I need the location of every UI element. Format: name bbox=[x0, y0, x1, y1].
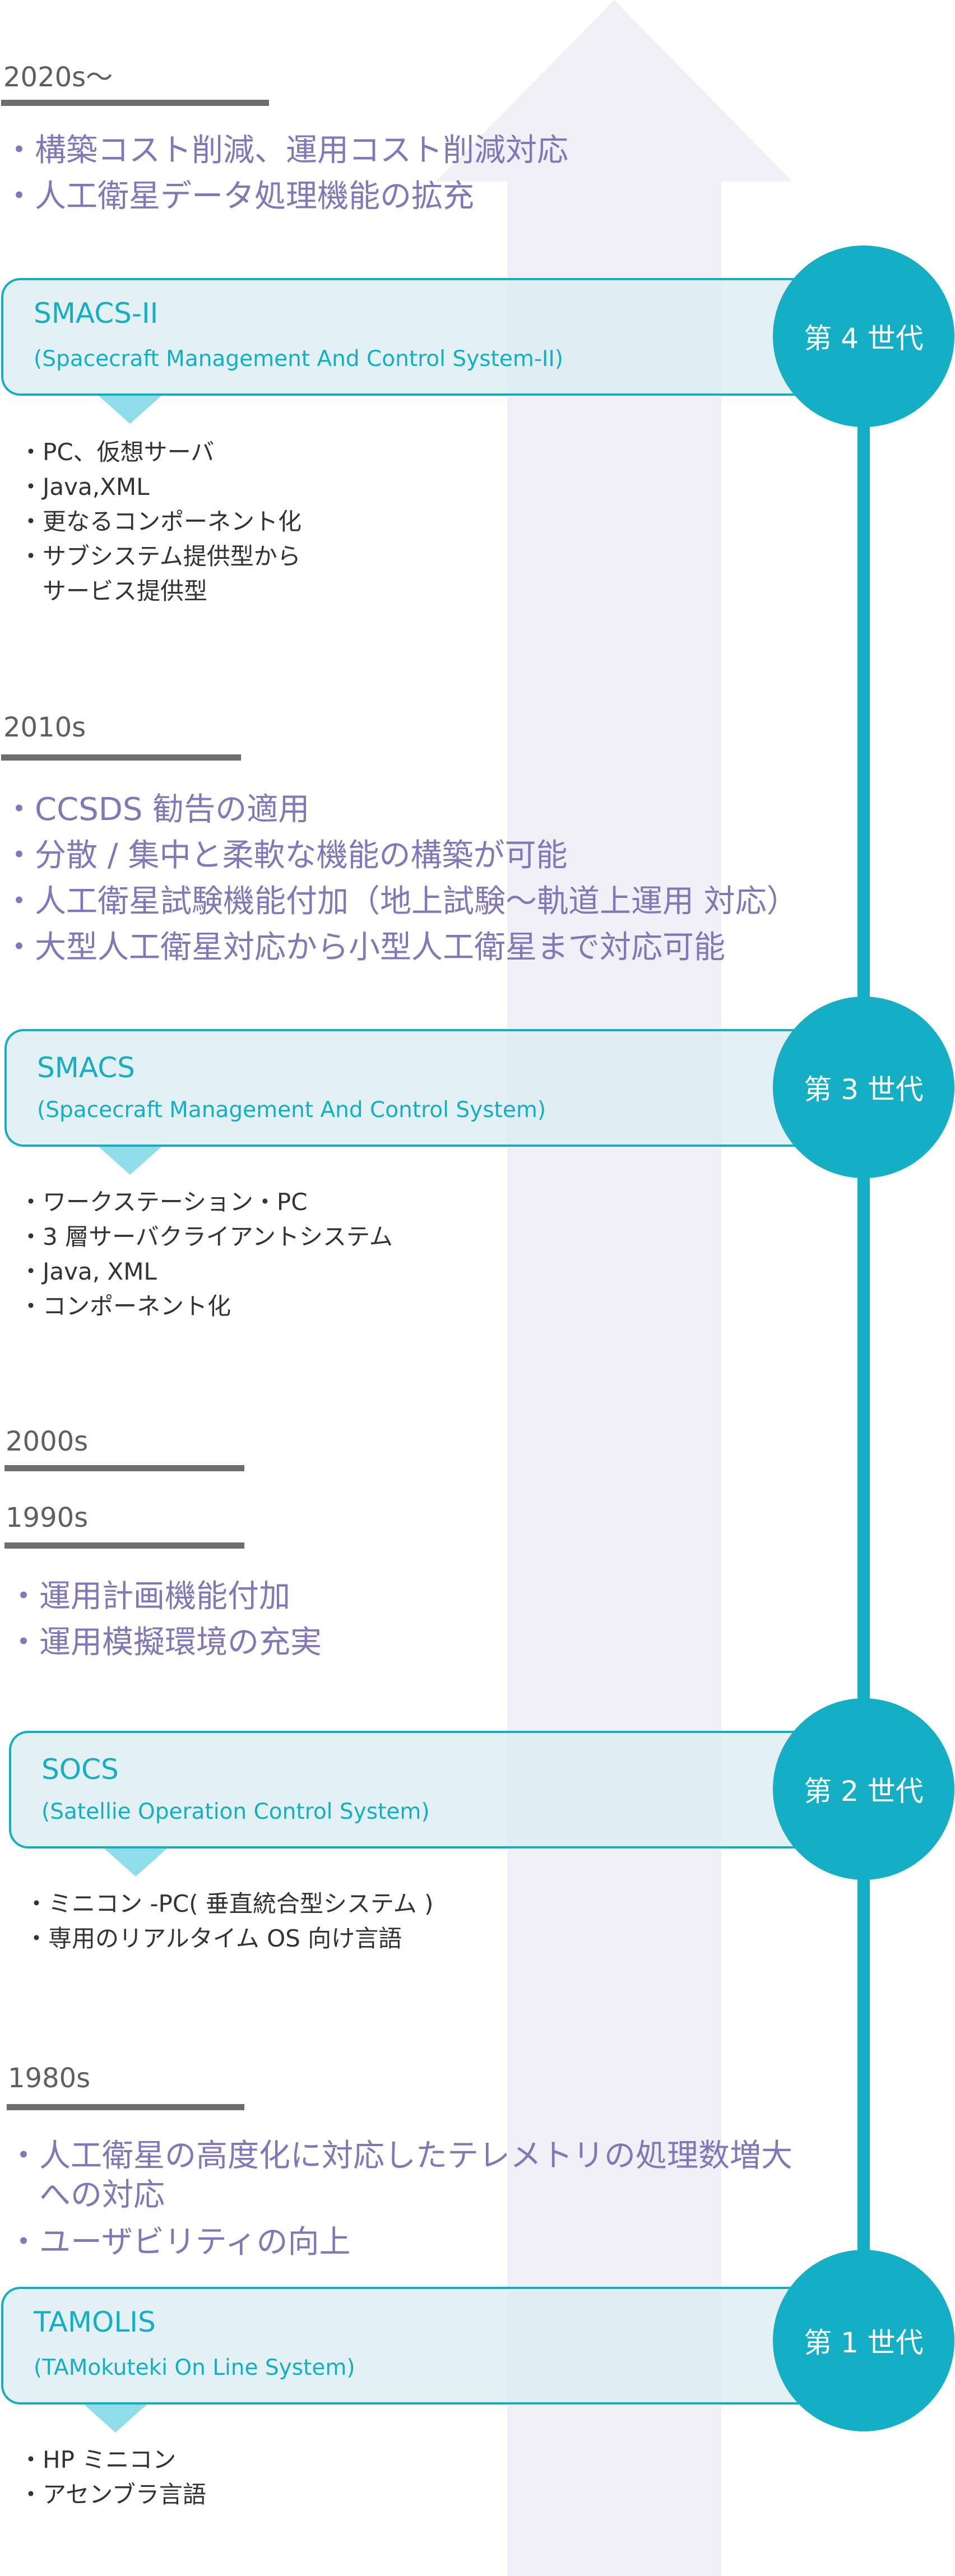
spec-item: ・Java,XML bbox=[19, 473, 150, 501]
spec-list-smacs-ii: ・PC、仮想サーバ ・Java,XML ・更なるコンポーネント化 ・サブシステム… bbox=[19, 435, 302, 609]
system-name: SMACS bbox=[37, 1051, 135, 1084]
era-label-1980s: 1980s bbox=[8, 2063, 91, 2094]
spec-list-smacs: ・ワークステーション・PC ・3 層サーバクライアントシステム ・Java, X… bbox=[19, 1185, 393, 1324]
spec-item: ・HP ミニコン bbox=[19, 2446, 177, 2473]
generation-label: 第 4 世代 bbox=[804, 322, 924, 355]
feature-list-2020s: ・構築コスト削減、運用コスト削減対応 ・人工衛星データ処理機能の拡充 bbox=[3, 128, 568, 220]
era-rule-2020s bbox=[1, 100, 269, 106]
spec-item: ・PC、仮想サーバ bbox=[19, 438, 215, 466]
feature-item: ・分散 / 集中と柔軟な機能の構築が可能 bbox=[3, 837, 568, 874]
feature-item: ・構築コスト削減、運用コスト削減対応 bbox=[3, 132, 568, 169]
arrow-shape bbox=[436, 0, 792, 2576]
feature-list-1980s: ・人工衛星の高度化に対応したテレメトリの処理数増大 への対応 ・ユーザビリティの… bbox=[8, 2137, 792, 2270]
system-full-name: (TAMokuteki On Line System) bbox=[34, 2355, 355, 2380]
spec-item: ・専用のリアルタイム OS 向け言語 bbox=[25, 1925, 402, 1952]
era-label-2000s: 2000s bbox=[6, 1426, 89, 1457]
spec-item: ・ミニコン -PC( 垂直統合型システム ) bbox=[25, 1890, 434, 1917]
spec-item: ・更なるコンポーネント化 bbox=[19, 508, 302, 535]
feature-item: ・運用計画機能付加 bbox=[8, 1578, 290, 1615]
spec-item: ・コンポーネント化 bbox=[19, 1292, 231, 1320]
spec-item: サービス提供型 bbox=[19, 577, 208, 605]
system-name: SMACS-II bbox=[34, 297, 159, 330]
spec-item: ・ワークステーション・PC bbox=[19, 1188, 308, 1216]
spec-list-tamolis: ・HP ミニコン ・アセンブラ言語 bbox=[19, 2443, 206, 2512]
feature-item: ・人工衛星の高度化に対応したテレメトリの処理数増大 bbox=[8, 2138, 792, 2174]
era-rule-1990s bbox=[4, 1542, 244, 1549]
era-label-2010s: 2010s bbox=[3, 712, 86, 743]
feature-list-2010s: ・CCSDS 勧告の適用 ・分散 / 集中と柔軟な機能の構築が可能 ・人工衛星試… bbox=[3, 787, 798, 971]
generation-badge-4: 第 4 世代 bbox=[773, 245, 954, 427]
card-pointer-icon bbox=[99, 1147, 161, 1175]
system-full-name: (Spacecraft Management And Control Syste… bbox=[34, 346, 564, 372]
timeline-line bbox=[857, 415, 870, 2343]
spec-list-socs: ・ミニコン -PC( 垂直統合型システム ) ・専用のリアルタイム OS 向け言… bbox=[25, 1887, 433, 1956]
feature-item: ・ユーザビリティの向上 bbox=[8, 2224, 351, 2260]
generation-badge-1: 第 1 世代 bbox=[773, 2250, 954, 2431]
feature-item: ・CCSDS 勧告の適用 bbox=[3, 791, 310, 828]
system-card-tamolis: TAMOLIS (TAMokuteki On Line System) bbox=[1, 2287, 808, 2404]
card-pointer-icon bbox=[104, 1848, 167, 1877]
feature-item: ・人工衛星試験機能付加（地上試験〜軌道上運用 対応） bbox=[3, 883, 798, 920]
system-name: TAMOLIS bbox=[34, 2306, 156, 2338]
era-label-1990s: 1990s bbox=[6, 1502, 89, 1533]
generation-label: 第 1 世代 bbox=[804, 2327, 924, 2359]
generation-badge-2: 第 2 世代 bbox=[773, 1698, 954, 1880]
spec-item: ・3 層サーバクライアントシステム bbox=[19, 1223, 393, 1250]
generation-label: 第 3 世代 bbox=[804, 1073, 924, 1106]
feature-item: への対応 bbox=[8, 2177, 165, 2213]
feature-item: ・大型人工衛星対応から小型人工衛星まで対応可能 bbox=[3, 929, 725, 966]
spec-item: ・サブシステム提供型から bbox=[19, 543, 301, 570]
era-rule-2010s bbox=[1, 754, 241, 761]
era-rule-1980s bbox=[7, 2104, 244, 2110]
system-full-name: (Spacecraft Management And Control Syste… bbox=[37, 1097, 546, 1123]
system-name: SOCS bbox=[41, 1753, 119, 1786]
system-full-name: (Satellie Operation Control System) bbox=[41, 1799, 430, 1824]
era-rule-2000s bbox=[4, 1465, 244, 1471]
generation-badge-3: 第 3 世代 bbox=[773, 997, 954, 1178]
system-card-smacs-ii: SMACS-II (Spacecraft Management And Cont… bbox=[1, 278, 808, 396]
card-pointer-icon bbox=[99, 396, 161, 424]
feature-item: ・運用模擬環境の充実 bbox=[8, 1624, 322, 1661]
era-label-2020s: 2020s〜 bbox=[3, 62, 113, 93]
card-pointer-icon bbox=[84, 2404, 147, 2433]
generation-label: 第 2 世代 bbox=[804, 1775, 924, 1808]
spec-item: ・アセンブラ言語 bbox=[19, 2481, 206, 2508]
system-card-socs: SOCS (Satellie Operation Control System) bbox=[9, 1731, 808, 1848]
feature-list-1990s: ・運用計画機能付加 ・運用模擬環境の充実 bbox=[8, 1574, 322, 1666]
system-card-smacs: SMACS (Spacecraft Management And Control… bbox=[4, 1029, 808, 1147]
spec-item: ・Java, XML bbox=[19, 1258, 157, 1285]
feature-item: ・人工衛星データ処理機能の拡充 bbox=[3, 178, 474, 215]
